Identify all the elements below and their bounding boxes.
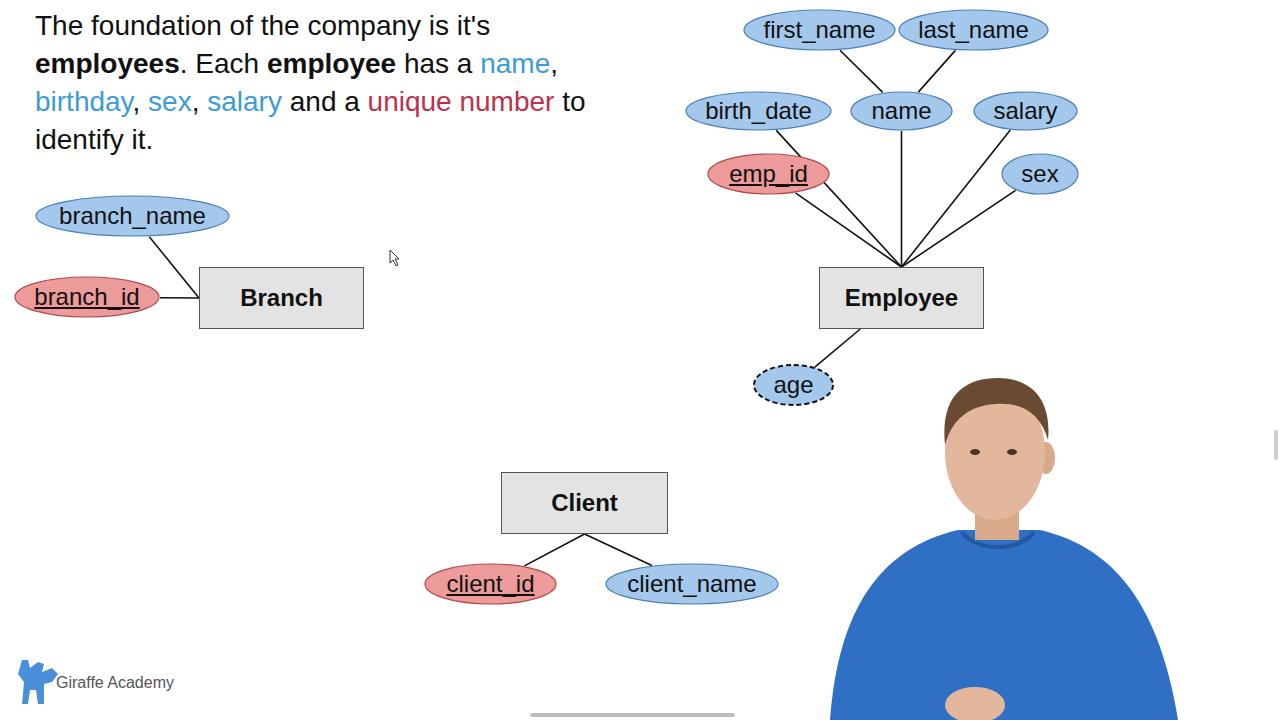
intro-run: ,: [550, 48, 558, 79]
attribute-connector: [585, 534, 652, 565]
attribute-ellipse: client_name: [605, 563, 779, 605]
key-attribute-ellipse: client_id: [424, 563, 557, 605]
ellipse-shape: [744, 10, 895, 50]
intro-run: salary: [207, 86, 282, 117]
attribute-name: client_id: [446, 570, 534, 598]
attribute-name: sex: [1021, 160, 1058, 188]
entity-name: Client: [551, 489, 618, 517]
attribute-name: last_name: [918, 16, 1029, 44]
entity-name: Employee: [845, 284, 958, 312]
attribute-name: age: [773, 371, 813, 399]
entity-box: Branch: [199, 267, 364, 329]
scrollbar-thumb: [1274, 430, 1278, 460]
presenter-torso: [830, 530, 1178, 720]
attribute-ellipse: name: [850, 91, 953, 131]
ellipse-shape: [36, 196, 229, 236]
attribute-connector: [524, 534, 584, 566]
brand-area: Giraffe Academy: [56, 674, 174, 692]
intro-run: birthday: [35, 86, 133, 117]
ellipse-shape: [686, 92, 831, 130]
ellipse-shape: [708, 154, 829, 194]
entity-name: Branch: [240, 284, 323, 312]
key-attribute-ellipse: branch_id: [14, 276, 160, 318]
intro-run: and a: [290, 86, 360, 117]
attribute-name: first_name: [763, 16, 875, 44]
attribute-ellipse: salary: [973, 91, 1078, 131]
intro-run: The foundation of the company is it's: [35, 10, 490, 41]
attribute-connector: [840, 50, 883, 92]
attribute-ellipse: birth_date: [685, 91, 832, 131]
ellipse-shape: [899, 10, 1048, 50]
presenter-eye: [970, 449, 980, 455]
ellipse-shape: [606, 564, 778, 604]
intro-run: name: [480, 48, 550, 79]
derived-attribute-ellipse: age: [753, 364, 834, 406]
entity-box: Employee: [819, 267, 984, 329]
attribute-ellipse: sex: [1001, 153, 1079, 195]
intro-run: ,: [133, 86, 141, 117]
presenter-collar: [962, 532, 1034, 547]
ellipse-shape: [425, 564, 556, 604]
intro-run: ,: [192, 86, 200, 117]
presenter-hair: [944, 378, 1048, 445]
attribute-name: emp_id: [729, 160, 808, 188]
attribute-name: client_name: [627, 570, 756, 598]
intro-run: has a: [404, 48, 473, 79]
intro-run: employee: [267, 48, 396, 79]
attribute-ellipse: first_name: [743, 9, 896, 51]
ellipse-shape: [15, 277, 159, 317]
attribute-connector: [776, 130, 901, 267]
intro-run: sex: [148, 86, 192, 117]
brand-name: Giraffe Academy: [56, 674, 174, 691]
intro-run: . Each: [180, 48, 259, 79]
attribute-name: branch_id: [34, 283, 139, 311]
scrollbar-thumb: [530, 713, 735, 717]
ellipse-shape: [754, 365, 833, 405]
attribute-name: branch_name: [59, 202, 206, 230]
entity-box: Client: [501, 472, 668, 534]
attribute-name: birth_date: [705, 97, 812, 125]
mouse-cursor: [390, 250, 399, 266]
attribute-name: salary: [993, 97, 1057, 125]
intro-run: employees: [35, 48, 180, 79]
attribute-connector: [918, 50, 955, 92]
ellipse-shape: [851, 92, 952, 130]
giraffe-logo: [18, 660, 58, 704]
attribute-connector: [815, 329, 861, 367]
attribute-connector: [902, 130, 1011, 267]
intro-run: unique number: [368, 86, 555, 117]
attribute-name: name: [871, 97, 931, 125]
presenter-eye: [1007, 449, 1017, 455]
attribute-connector: [160, 297, 199, 299]
attribute-connector: [149, 237, 199, 298]
key-attribute-ellipse: emp_id: [707, 153, 830, 195]
ellipse-shape: [974, 92, 1077, 130]
ellipse-shape: [1002, 154, 1078, 194]
presenter-hand: [945, 687, 1005, 720]
attribute-ellipse: branch_name: [35, 195, 230, 237]
attribute-connector: [902, 190, 1016, 267]
intro-text: The foundation of the company is it's em…: [35, 7, 635, 159]
attribute-connector: [901, 131, 903, 267]
attribute-connector: [796, 193, 902, 267]
attribute-ellipse: last_name: [898, 9, 1049, 51]
